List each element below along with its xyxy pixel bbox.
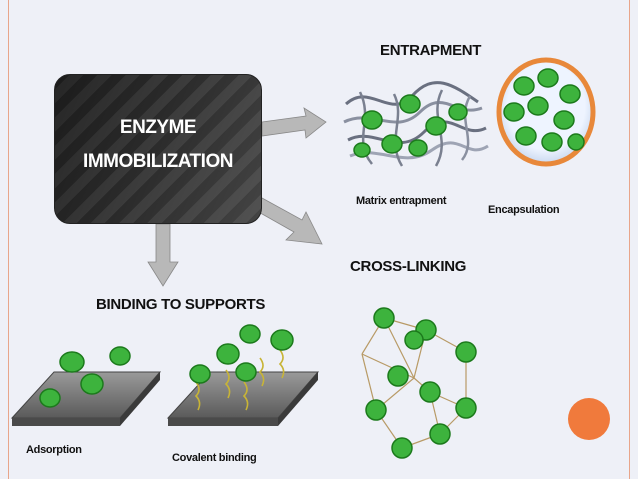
adsorption-illustration bbox=[10, 346, 162, 426]
accent-circle bbox=[568, 398, 610, 440]
matrix-enzymes bbox=[353, 94, 468, 158]
title-line-2: IMMOBILIZATION bbox=[83, 151, 233, 172]
right-border-line bbox=[629, 0, 630, 479]
covalent-binding-label: Covalent binding bbox=[172, 452, 257, 464]
cross-linking-heading: CROSS-LINKING bbox=[350, 258, 467, 275]
cross-linking-enzymes bbox=[365, 307, 477, 459]
matrix-entrapment-label: Matrix entrapment bbox=[356, 195, 447, 207]
left-border-line bbox=[8, 0, 9, 479]
encapsulation-illustration bbox=[496, 57, 596, 167]
arrow-to-cross-linking bbox=[254, 197, 323, 245]
binding-heading: BINDING TO SUPPORTS bbox=[96, 296, 266, 313]
arrow-to-binding bbox=[147, 223, 179, 287]
entrapment-heading: ENTRAPMENT bbox=[380, 42, 482, 59]
adsorption-label: Adsorption bbox=[26, 444, 82, 456]
covalent-illustration bbox=[166, 324, 320, 426]
arrow-to-entrapment bbox=[261, 107, 327, 139]
title-line-1: ENZYME bbox=[119, 117, 197, 138]
encapsulation-label: Encapsulation bbox=[488, 204, 560, 216]
enzyme-immobilization-box: ENZYME IMMOBILIZATION bbox=[54, 74, 262, 224]
